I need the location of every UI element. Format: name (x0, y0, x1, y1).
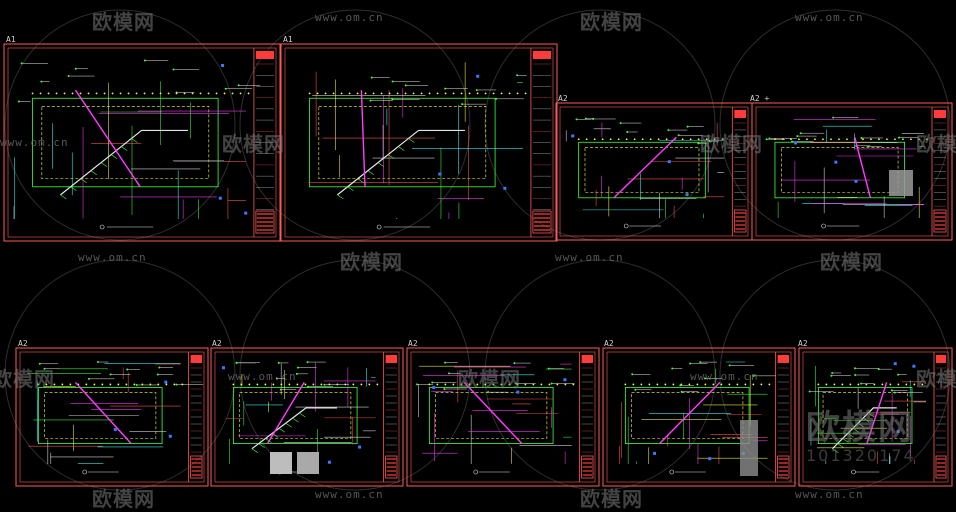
watermark-brand: 欧模网 (222, 132, 285, 156)
sheet-size-label: A2 (212, 339, 222, 348)
watermark-url: www.om.cn (0, 136, 69, 149)
cad-sheet[interactable] (751, 102, 953, 241)
watermark-url: www.om.cn (78, 251, 147, 264)
cad-sheet[interactable] (798, 347, 953, 487)
sheet-size-label: A2 + (750, 94, 770, 103)
cad-sheet[interactable] (3, 43, 281, 242)
cad-sheet[interactable] (280, 43, 558, 242)
watermark-url: www.om.cn (690, 370, 759, 383)
sheet-size-label: A1 (283, 35, 293, 44)
watermark-url: www.om.cn (315, 488, 384, 501)
sheets-layer (3, 43, 953, 487)
watermark-url: www.om.cn (315, 11, 384, 24)
watermark-url: www.om.cn (795, 11, 864, 24)
sheet-size-label: A2 (558, 94, 568, 103)
watermark-url: www.om.cn (795, 488, 864, 501)
watermark-brand: 欧模网 (580, 10, 643, 34)
watermark-url: www.om.cn (555, 251, 624, 264)
watermark-url: www.om.cn (228, 370, 297, 383)
sheet-size-label: A2 (408, 339, 418, 348)
watermark-brand: 欧模网 (580, 487, 643, 511)
watermark-brand: 欧模网 (916, 367, 956, 391)
cad-sheet[interactable] (555, 102, 753, 241)
cad-sheet[interactable] (602, 347, 796, 487)
watermark-brand-large: 欧模网 (806, 408, 914, 448)
watermark-brand: 欧模网 (92, 487, 155, 511)
cad-drawing-canvas[interactable] (0, 0, 956, 501)
sheet-size-label: A1 (6, 35, 16, 44)
sheet-size-label: A2 (798, 339, 808, 348)
sheet-size-label: A2 (604, 339, 614, 348)
sheet-size-label: A2 (18, 339, 28, 348)
cad-sheet[interactable] (406, 347, 600, 487)
watermark-brand: 欧模网 (916, 132, 956, 156)
watermark-brand: 欧模网 (340, 250, 403, 274)
cad-sheet[interactable] (15, 347, 209, 487)
watermark-brand: 欧模网 (820, 250, 883, 274)
watermark-brand: 欧模网 (92, 10, 155, 34)
watermark-brand: 欧模网 (0, 367, 55, 391)
watermark-brand: 欧模网 (700, 132, 763, 156)
watermark-id: 101320174 (806, 446, 916, 465)
watermark-brand: 欧模网 (458, 367, 521, 391)
